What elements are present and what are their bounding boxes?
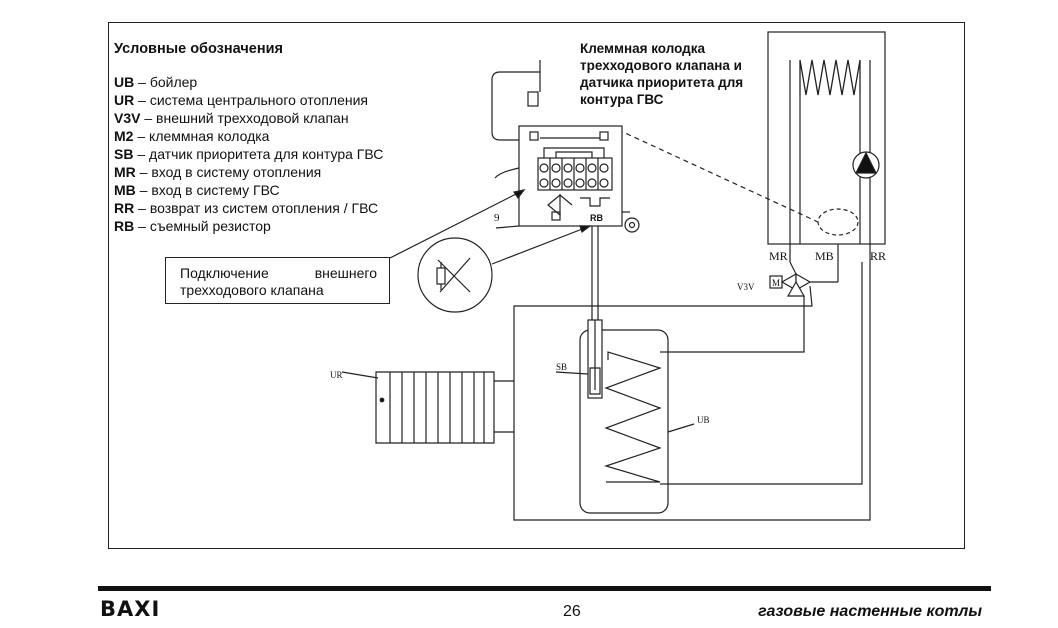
- label-sb: SB: [556, 362, 567, 372]
- label-m: M: [772, 278, 780, 288]
- legend-item: UR – система центрального отопления: [114, 91, 383, 109]
- diagram-frame: [108, 22, 965, 549]
- priority-zone: [817, 208, 859, 236]
- boiler-casing: [767, 31, 886, 245]
- legend-text: съемный резистор: [149, 218, 271, 234]
- legend-separator: –: [134, 218, 150, 234]
- legend-code: RR: [114, 200, 135, 216]
- legend-item: RB – съемный резистор: [114, 217, 383, 235]
- legend-code: RB: [114, 218, 135, 234]
- footer-title: газовые настенные котлы: [758, 603, 982, 620]
- heat-exchanger-coil: [799, 59, 861, 96]
- legend-code: MR: [114, 164, 136, 180]
- note-line-2: трехходового клапана: [180, 282, 324, 298]
- label-mr: MR: [769, 249, 788, 263]
- legend-separator: –: [135, 164, 152, 180]
- terminal-block: [518, 125, 623, 227]
- legend-separator: –: [134, 92, 150, 108]
- label-rb: RB: [590, 213, 603, 223]
- legend-text: вход в систему ГВС: [151, 182, 280, 198]
- legend-separator: –: [140, 110, 157, 126]
- tank-coil: [604, 351, 662, 483]
- legend-title: Условные обозначения: [114, 41, 283, 57]
- external-valve-note: Подключение внешнего трехходового клапан…: [165, 257, 390, 304]
- legend-text: возврат из систем отопления / ГВС: [149, 200, 379, 216]
- terminal-block-callout: Клеммная колодка трехходового клапана и …: [580, 41, 744, 107]
- legend-item: M2 – клеммная колодка: [114, 127, 383, 145]
- legend-code: UR: [114, 92, 135, 108]
- legend-item: SB – датчик приоритета для контура ГВС: [114, 145, 383, 163]
- legend-separator: –: [135, 182, 152, 198]
- legend-text: вход в систему отопления: [151, 164, 322, 180]
- removed-resistor-circle: [417, 237, 493, 313]
- legend-separator: –: [133, 146, 150, 162]
- terminal-screws: [537, 157, 613, 191]
- legend-item: RR – возврат из систем отопления / ГВС: [114, 199, 383, 217]
- label-v3v: V3V: [737, 282, 755, 292]
- brand-logo: BAXI: [100, 597, 161, 621]
- legend-item: MR – вход в систему отопления: [114, 163, 383, 181]
- legend-item: V3V – внешний трехходовой клапан: [114, 109, 383, 127]
- legend-separator: –: [133, 128, 150, 144]
- footer-rule: [98, 586, 991, 591]
- legend-text: бойлер: [149, 74, 198, 90]
- legend-code: M2: [114, 128, 134, 144]
- legend-text: датчик приоритета для контура ГВС: [149, 146, 384, 162]
- label-rr: RR: [870, 249, 886, 263]
- three-way-valve-icon: [769, 272, 812, 297]
- label-nine: 9: [494, 212, 500, 224]
- legend-text: система центрального отопления: [149, 92, 368, 108]
- control-panel-outline: [491, 71, 540, 141]
- page-number: 26: [563, 603, 581, 620]
- legend-item: MB – вход в систему ГВС: [114, 181, 383, 199]
- legend-code: V3V: [114, 110, 141, 126]
- legend-item: UB – бойлер: [114, 73, 383, 91]
- label-mb: MB: [815, 249, 834, 263]
- legend-text: клеммная колодка: [149, 128, 270, 144]
- radiator-icon: [375, 371, 495, 444]
- legend-code: SB: [114, 146, 134, 162]
- legend-text: внешний трехходовой клапан: [156, 110, 349, 126]
- legend-separator: –: [134, 74, 150, 90]
- legend-code: UB: [114, 74, 135, 90]
- legend-code: MB: [114, 182, 136, 198]
- label-ur: UR: [330, 370, 343, 380]
- label-ub: UB: [697, 415, 710, 425]
- legend-separator: –: [134, 200, 150, 216]
- note-word-1: Подключение: [180, 265, 269, 281]
- note-word-2: внешнего: [314, 265, 377, 281]
